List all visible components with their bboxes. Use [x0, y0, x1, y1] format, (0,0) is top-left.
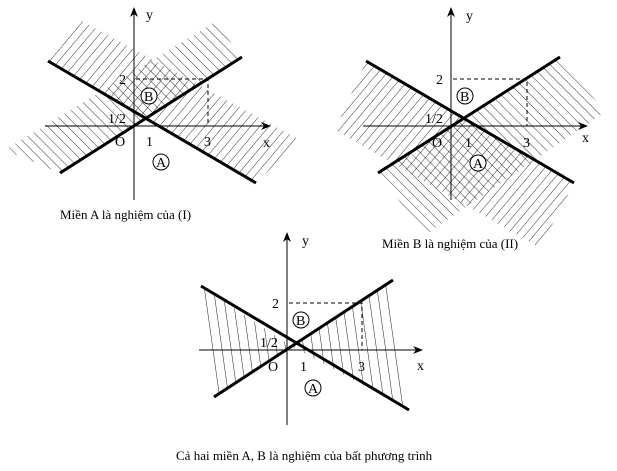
origin-label: O: [432, 136, 442, 151]
tick-1-label: 1: [146, 135, 153, 150]
rising-boundary-line: [377, 55, 561, 175]
x-axis-label: x: [582, 131, 589, 146]
falling-boundary-line: [200, 284, 410, 412]
panel-2-caption: Miền B là nghiệm của (II): [382, 236, 518, 251]
region-a-marker: [469, 154, 487, 172]
tick-1-label: 1: [300, 360, 307, 375]
panel-1-caption: Miền A là nghiệm của (I): [60, 207, 191, 222]
dashed-guide: [453, 78, 528, 126]
region-b-marker: [140, 87, 158, 105]
tick-2-label: 2: [272, 297, 279, 312]
region-b-label: B: [460, 90, 469, 105]
region-a-marker: [152, 153, 170, 171]
tick-3-label: 3: [204, 135, 211, 150]
dashed-guide: [136, 78, 209, 126]
region-b-marker: [292, 311, 310, 329]
region-a-label: A: [308, 382, 319, 397]
tick-half-label: 1/2: [260, 336, 278, 351]
tick-1-label: 1: [465, 136, 472, 151]
panel-3-graph: y x O 1 3 2 1/2 B A Cả hai miền A, B là …: [176, 232, 433, 463]
hatch-below-falling-line: [335, 61, 574, 248]
panel-3-caption: Cả hai miền A, B là nghiệm của bất phươn…: [176, 448, 433, 463]
panel-2-graph: y x O 1 3 2 1/2 B A Miền B là nghiệm của…: [335, 7, 605, 251]
region-a-label: A: [156, 156, 167, 171]
panel-1-graph: y x O 1 3 2 1/2 B A Miền A là nghiệm của…: [5, 7, 300, 222]
region-b-marker: [456, 87, 474, 105]
y-axis-label: y: [302, 234, 309, 249]
region-b-label: B: [144, 90, 153, 105]
tick-half-label: 1/2: [425, 112, 443, 127]
x-axis-label: x: [263, 136, 270, 151]
tick-3-label: 3: [523, 136, 530, 151]
region-a-marker: [304, 379, 322, 397]
hatch-left-wedge: [201, 286, 291, 397]
region-b-label: B: [296, 314, 305, 329]
hatch-right-wedge: [291, 280, 409, 410]
y-axis-label: y: [466, 9, 473, 24]
dashed-guide: [289, 302, 363, 350]
y-axis-label: y: [146, 8, 153, 23]
x-axis-label: x: [417, 359, 424, 374]
falling-boundary-line: [47, 59, 257, 185]
origin-label: O: [115, 135, 125, 150]
tick-3-label: 3: [358, 360, 365, 375]
tick-2-label: 2: [119, 73, 126, 88]
rising-boundary-line: [59, 55, 243, 175]
tick-half-label: 1/2: [108, 112, 126, 127]
region-a-label: A: [473, 157, 484, 172]
tick-2-label: 2: [436, 73, 443, 88]
falling-boundary-line: [365, 59, 575, 185]
rising-boundary-line: [213, 278, 394, 399]
origin-label: O: [268, 360, 278, 375]
